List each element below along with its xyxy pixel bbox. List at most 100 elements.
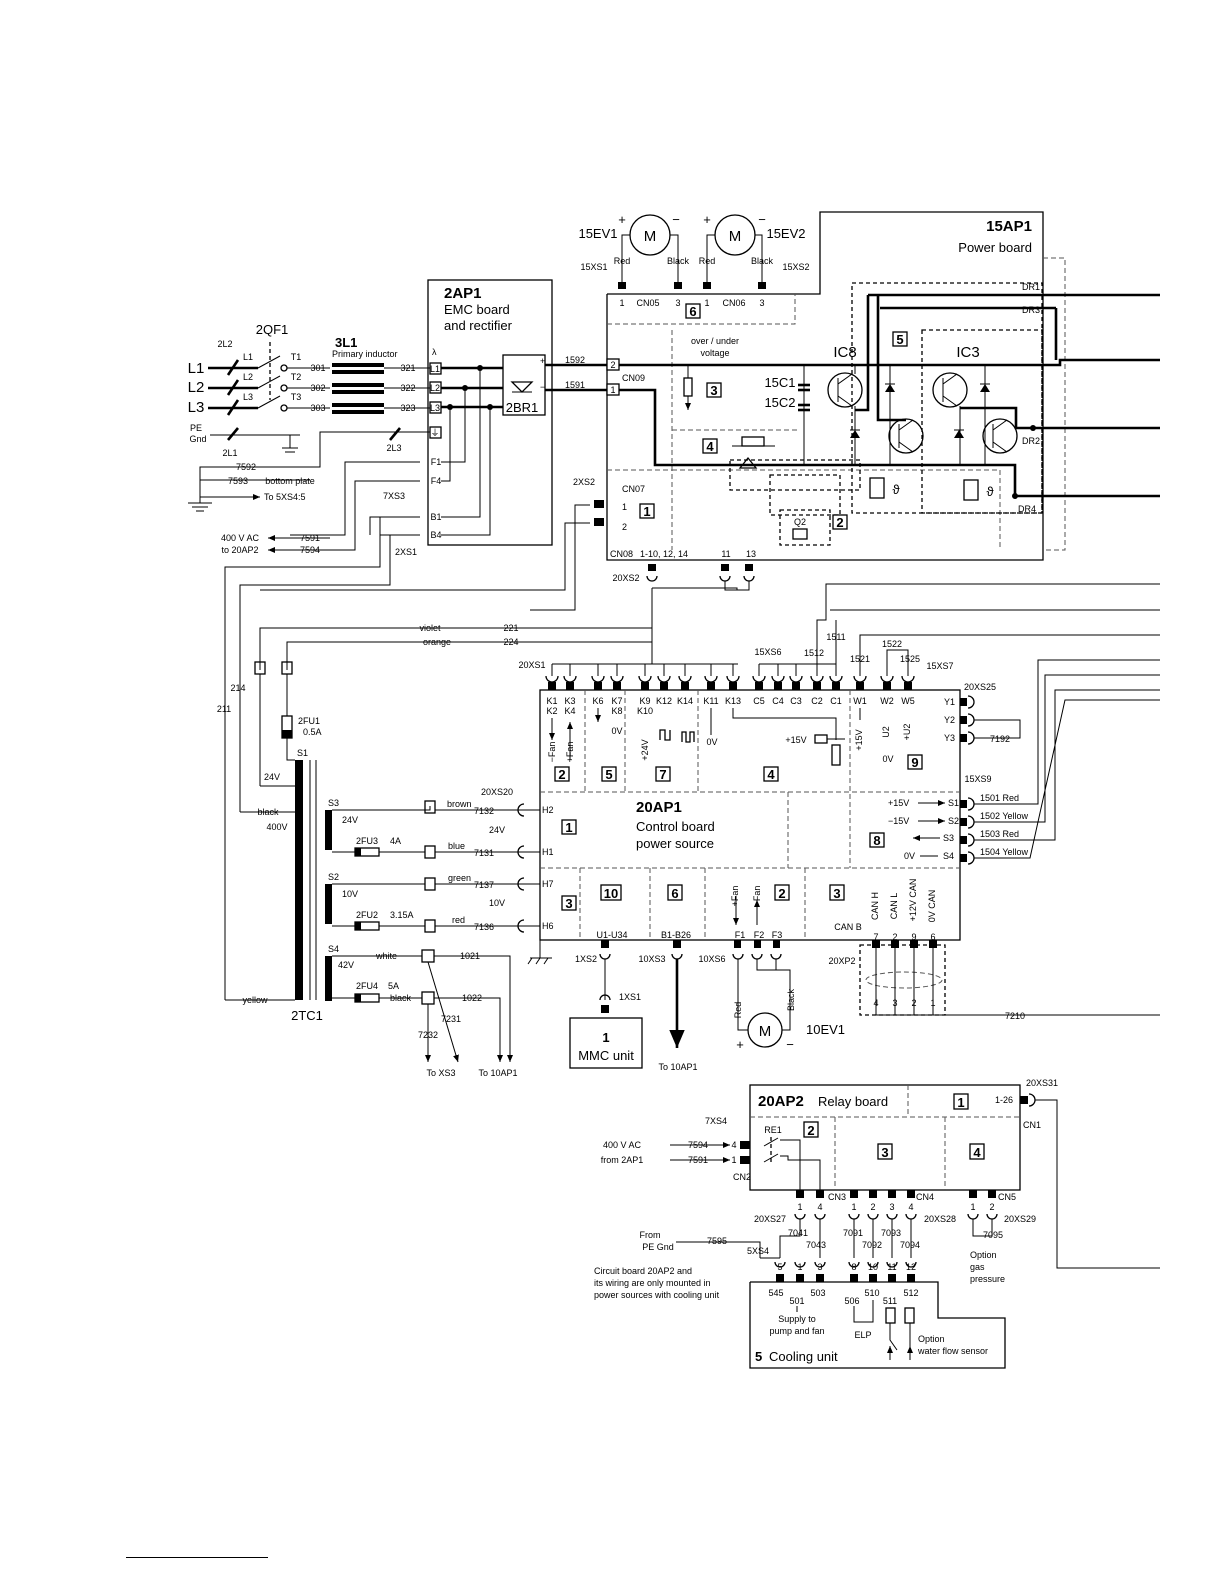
svg-text:CN5: CN5 bbox=[998, 1192, 1016, 1202]
svg-text:Black: Black bbox=[786, 989, 796, 1012]
svg-text:−Fan: −Fan bbox=[752, 886, 762, 907]
svg-text:20XS29: 20XS29 bbox=[1004, 1214, 1036, 1224]
svg-text:S2: S2 bbox=[948, 816, 959, 826]
svg-text:15C1: 15C1 bbox=[764, 375, 795, 390]
svg-text:2: 2 bbox=[622, 522, 627, 532]
svg-text:power sources with cooling uni: power sources with cooling unit bbox=[594, 1290, 720, 1300]
svg-text:K12: K12 bbox=[656, 696, 672, 706]
svg-text:0V CAN: 0V CAN bbox=[927, 890, 937, 923]
svg-text:1-26: 1-26 bbox=[995, 1095, 1013, 1105]
svg-text:15XS7: 15XS7 bbox=[926, 661, 953, 671]
svg-text:MMC unit: MMC unit bbox=[578, 1048, 634, 1063]
svg-text:10V: 10V bbox=[342, 889, 358, 899]
svg-text:10EV1: 10EV1 bbox=[806, 1022, 845, 1037]
svg-text:2L2: 2L2 bbox=[217, 339, 232, 349]
svg-text:Option: Option bbox=[918, 1334, 945, 1344]
svg-text:15EV2: 15EV2 bbox=[766, 226, 805, 241]
svg-text:7095: 7095 bbox=[983, 1230, 1003, 1240]
svg-text:2XS1: 2XS1 bbox=[395, 547, 417, 557]
svg-text:Option: Option bbox=[970, 1250, 997, 1260]
svg-text:Y1: Y1 bbox=[944, 697, 955, 707]
svg-text:1: 1 bbox=[797, 1262, 802, 1272]
svg-text:20XS28: 20XS28 bbox=[924, 1214, 956, 1224]
svg-text:2: 2 bbox=[989, 1202, 994, 1212]
svg-text:Circuit board 20AP2 and: Circuit board 20AP2 and bbox=[594, 1266, 692, 1276]
svg-text:9: 9 bbox=[911, 932, 916, 942]
svg-text:1503 Red: 1503 Red bbox=[980, 829, 1019, 839]
svg-text:DR3: DR3 bbox=[1022, 305, 1040, 315]
svg-text:20XS2: 20XS2 bbox=[612, 573, 639, 583]
svg-text:400V: 400V bbox=[266, 822, 287, 832]
svg-text:CAN L: CAN L bbox=[889, 893, 899, 920]
svg-text:CN08: CN08 bbox=[610, 549, 633, 559]
svg-text:its wiring are only mounted in: its wiring are only mounted in bbox=[594, 1278, 711, 1288]
h-connectors bbox=[517, 803, 540, 933]
svg-text:7: 7 bbox=[659, 767, 666, 782]
svg-text:T2: T2 bbox=[291, 372, 302, 382]
svg-text:power source: power source bbox=[636, 836, 714, 851]
svg-text:4: 4 bbox=[873, 998, 878, 1008]
svg-text:323: 323 bbox=[400, 403, 415, 413]
svg-text:black: black bbox=[390, 993, 412, 1003]
svg-text:L3: L3 bbox=[188, 399, 205, 416]
board-15ap1-name: Power board bbox=[958, 240, 1032, 255]
svg-text:Red: Red bbox=[699, 256, 716, 266]
svg-text:20XS25: 20XS25 bbox=[964, 682, 996, 692]
svg-text:−Fan: −Fan bbox=[547, 742, 557, 763]
svg-text:L2: L2 bbox=[188, 379, 205, 396]
svg-text:2FU2: 2FU2 bbox=[356, 910, 378, 920]
svg-text:H2: H2 bbox=[542, 805, 554, 815]
svg-text:M: M bbox=[644, 228, 657, 245]
svg-text:214: 214 bbox=[230, 683, 245, 693]
svg-text:7210: 7210 bbox=[1005, 1011, 1025, 1021]
svg-text:+15V: +15V bbox=[888, 798, 909, 808]
relay-board-20ap2: 20AP2 Relay board 1 2 3 4 1-26 RE1 CN2 C… bbox=[594, 1078, 1160, 1300]
svg-text:PE: PE bbox=[190, 423, 202, 433]
svg-text:L1: L1 bbox=[243, 352, 253, 362]
svg-text:0.5A: 0.5A bbox=[303, 727, 322, 737]
svg-text:0V: 0V bbox=[904, 851, 915, 861]
svg-text:7594: 7594 bbox=[300, 545, 320, 555]
svg-text:7232: 7232 bbox=[418, 1030, 438, 1040]
svg-text:7091: 7091 bbox=[843, 1228, 863, 1238]
svg-text:0V: 0V bbox=[706, 737, 717, 747]
svg-text:U2: U2 bbox=[881, 726, 891, 738]
svg-text:−: − bbox=[786, 1037, 794, 1052]
svg-text:42V: 42V bbox=[338, 960, 354, 970]
svg-text:20XS1: 20XS1 bbox=[518, 660, 545, 670]
svg-text:3: 3 bbox=[889, 1202, 894, 1212]
svg-text:1502 Yellow: 1502 Yellow bbox=[980, 811, 1029, 821]
svg-text:CN4: CN4 bbox=[916, 1192, 934, 1202]
svg-text:1: 1 bbox=[622, 502, 627, 512]
svg-text:1022: 1022 bbox=[462, 993, 482, 1003]
fan-15ev2: M 15EV2 + − Red Black bbox=[699, 212, 806, 285]
svg-text:H6: H6 bbox=[542, 921, 554, 931]
svg-text:Y2: Y2 bbox=[944, 715, 955, 725]
svg-text:4: 4 bbox=[731, 1140, 736, 1150]
svg-text:3: 3 bbox=[759, 298, 764, 308]
svg-text:−15V: −15V bbox=[888, 816, 909, 826]
svg-text:20XP2: 20XP2 bbox=[828, 956, 855, 966]
svg-text:C3: C3 bbox=[790, 696, 802, 706]
svg-text:3L1: 3L1 bbox=[335, 335, 357, 350]
svg-text:15XS9: 15XS9 bbox=[964, 774, 991, 784]
svg-text:301: 301 bbox=[310, 363, 325, 373]
svg-text:400 V AC: 400 V AC bbox=[603, 1140, 642, 1150]
svg-text:7041: 7041 bbox=[788, 1228, 808, 1238]
svg-text:B4: B4 bbox=[430, 530, 441, 540]
svg-text:1: 1 bbox=[797, 1202, 802, 1212]
svg-text:5A: 5A bbox=[388, 981, 399, 991]
svg-text:K13: K13 bbox=[725, 696, 741, 706]
svg-text:303: 303 bbox=[310, 403, 325, 413]
svg-text:green: green bbox=[448, 873, 471, 883]
svg-text:3: 3 bbox=[892, 998, 897, 1008]
svg-text:3: 3 bbox=[817, 1262, 822, 1272]
svg-text:EMC board: EMC board bbox=[444, 302, 510, 317]
svg-text:S4: S4 bbox=[328, 944, 339, 954]
svg-text:10V: 10V bbox=[489, 898, 505, 908]
svg-text:ELP: ELP bbox=[854, 1330, 871, 1340]
svg-text:K2: K2 bbox=[546, 706, 557, 716]
connector-2xs2: 2XS2 bbox=[260, 477, 604, 611]
svg-text:2: 2 bbox=[558, 767, 565, 782]
svg-text:B1-B26: B1-B26 bbox=[661, 930, 691, 940]
